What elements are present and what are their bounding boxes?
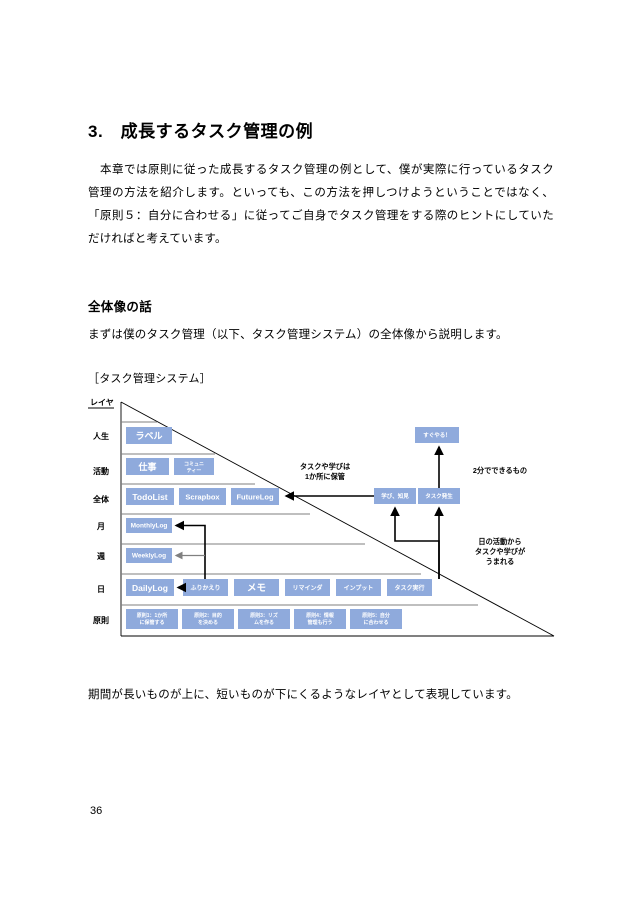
node-principle-2[interactable]: 原則2：目的 を決める: [182, 609, 234, 629]
node-todolist-text: TodoList: [132, 492, 167, 502]
node-task-execution[interactable]: タスク実行: [387, 579, 432, 596]
node-memo[interactable]: メモ: [234, 579, 279, 596]
node-furikaeri-text: ふりかえり: [190, 584, 220, 592]
node-principle-4-line1: 原則4：情報: [306, 612, 335, 619]
node-input-text: インプット: [344, 584, 374, 592]
row-separators: [121, 421, 478, 606]
figure-caption: ［タスク管理システム］: [88, 373, 211, 385]
node-scrapbox-text: Scrapbox: [185, 492, 220, 501]
node-furikaeri[interactable]: ふりかえり: [183, 579, 228, 596]
layer-label-week: 週: [97, 552, 105, 561]
task-management-system-diagram: レイヤ 人生 活動 全体 月 週 日 原則: [88, 396, 556, 641]
node-futurelog[interactable]: FutureLog: [231, 488, 279, 505]
node-dailylog[interactable]: DailyLog: [126, 579, 174, 596]
node-label-text: ラベル: [135, 431, 162, 441]
arrow-day-to-learning: [390, 506, 440, 579]
node-principle-3-line1: 原則3：リズ: [250, 612, 278, 619]
layer-label-life: 人生: [93, 431, 109, 441]
node-do-it-now[interactable]: すぐやる！: [415, 427, 459, 443]
node-principle-1[interactable]: 原則1：1か所 に保管する: [126, 609, 178, 629]
node-principle-4[interactable]: 原則4：情報 管理も行う: [294, 609, 346, 629]
node-memo-text: メモ: [247, 583, 266, 594]
node-reminder-text: リマインダ: [292, 584, 322, 592]
annotation-store-line2: 1か所に保管: [305, 472, 345, 481]
node-learning[interactable]: 学び、知見: [374, 488, 416, 504]
layer-label-principle: 原則: [93, 616, 109, 625]
node-principle-3-line2: ムを作る: [254, 619, 274, 626]
annotation-two-minutes-line1: 2分でできるもの: [473, 466, 527, 475]
page-title: 3. 成長するタスク管理の例: [88, 122, 314, 142]
node-principle-1-line1: 原則1：1か所: [137, 612, 168, 619]
overview-paragraph: まずは僕のタスク管理（以下、タスク管理システム）の全体像から説明します。: [88, 328, 508, 341]
layer-label-whole: 全体: [92, 494, 110, 504]
node-label[interactable]: ラベル: [126, 427, 172, 444]
annotation-store-line1: タスクや学びは: [300, 462, 350, 471]
node-futurelog-text: FutureLog: [236, 492, 273, 501]
triangle-frame: [120, 401, 555, 637]
node-monthlylog[interactable]: MonthlyLog: [126, 518, 172, 533]
node-principle-2-line1: 原則2：目的: [194, 612, 222, 619]
node-principle-4-line2: 管理も行う: [307, 619, 332, 626]
node-learning-text: 学び、知見: [381, 492, 409, 500]
node-community[interactable]: コミュニ ティー: [174, 458, 214, 475]
node-dailylog-text: DailyLog: [132, 583, 168, 593]
annotation-day-line2: タスクや学びが: [475, 547, 526, 556]
node-principle-5[interactable]: 原則5：自分 に合わせる: [350, 609, 402, 629]
node-principle-2-line2: を決める: [198, 619, 218, 626]
node-principle-1-line2: に保管する: [139, 619, 164, 626]
axis-title-layer: レイヤ: [90, 398, 114, 407]
closing-paragraph: 期間が長いものが上に、短いものが下にくるようなレイヤとして表現しています。: [88, 688, 518, 701]
node-task-execution-text: タスク実行: [394, 584, 424, 592]
node-principle-5-line2: に合わせる: [363, 619, 388, 626]
intro-paragraph: 本章では原則に従った成長するタスク管理の例として、僕が実際に行っているタスク管理…: [88, 163, 554, 245]
node-work-text: 仕事: [137, 461, 156, 472]
node-do-it-now-text: すぐやる！: [423, 431, 451, 439]
node-reminder[interactable]: リマインダ: [285, 579, 330, 596]
node-monthlylog-text: MonthlyLog: [131, 523, 168, 530]
layer-label-activity: 活動: [93, 466, 109, 476]
layer-label-day: 日: [97, 585, 105, 594]
arrow-furikaeri-to-monthlylog: [174, 520, 206, 579]
annotation-day-line3: うまれる: [486, 557, 515, 566]
annotation-store-in-one-place: タスクや学びは 1か所に保管: [300, 462, 350, 481]
node-todolist[interactable]: TodoList: [126, 488, 174, 505]
node-weeklylog[interactable]: WeeklyLog: [126, 548, 172, 563]
page-number: 36: [90, 805, 103, 817]
node-weeklylog-text: WeeklyLog: [132, 553, 166, 560]
node-task-occurs-text: タスク発生: [425, 492, 453, 500]
layer-label-month: 月: [96, 522, 105, 531]
annotation-two-minutes: 2分でできるもの: [473, 466, 527, 475]
annotation-day-line1: 日の活動から: [478, 537, 521, 546]
node-principle-3[interactable]: 原則3：リズ ムを作る: [238, 609, 290, 629]
node-community-text-line1: コミュニ: [184, 461, 204, 467]
node-principle-5-line1: 原則5：自分: [362, 612, 390, 619]
node-work[interactable]: 仕事: [126, 458, 169, 475]
node-community-text-line2: ティー: [187, 468, 202, 474]
node-scrapbox[interactable]: Scrapbox: [179, 488, 226, 505]
node-task-occurs[interactable]: タスク発生: [418, 488, 460, 504]
section-heading-overview: 全体像の話: [88, 300, 153, 315]
node-input[interactable]: インプット: [336, 579, 381, 596]
annotation-from-day-activity: 日の活動から タスクや学びが うまれる: [475, 537, 526, 566]
